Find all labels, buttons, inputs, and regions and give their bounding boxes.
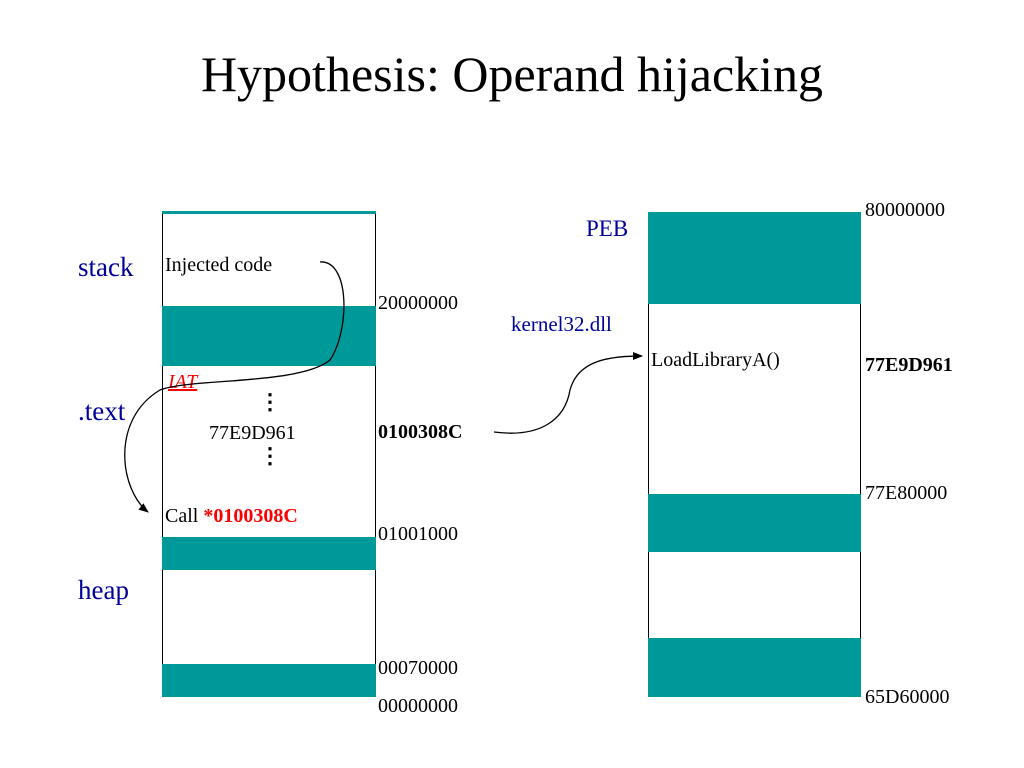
address-00070000: 00070000 [378,657,458,679]
dots-lower: ⋮ [259,443,281,468]
address-65D60000: 65D60000 [865,686,950,708]
injected-code-label: Injected code [165,254,273,276]
address-01001000: 01001000 [378,523,458,545]
left-top-edge [162,211,376,214]
iat-entry-value: 77E9D961 [209,422,296,444]
call-prefix: Call [165,505,199,527]
dots-upper: ⋮ [259,389,281,414]
injected-to-call-arrow [124,261,345,513]
bottom-block [648,638,861,697]
address-00000000: 00000000 [378,695,458,717]
peb-block [648,212,861,304]
iat-label: IAT [168,371,198,393]
heap-label: heap [78,575,129,605]
address-77E9D961: 77E9D961 [865,354,953,376]
address-0100308C: 0100308C [378,421,463,443]
address-77E80000: 77E80000 [865,482,948,504]
kernel32-end-block [648,494,861,552]
call-target: *0100308C [203,505,298,527]
heap-end-block [162,664,376,697]
address-20000000: 20000000 [378,292,458,314]
text-section-label: .text [78,396,126,426]
iat-to-loadlibrary-arrow [493,352,643,434]
call-instruction: Call *0100308C [165,505,298,527]
slide-title: Hypothesis: Operand hijacking [200,46,824,102]
loadlibrary-label: LoadLibraryA() [651,349,780,371]
kernel32-label: kernel32.dll [511,312,612,336]
address-80000000: 80000000 [865,199,945,221]
stack-label: stack [78,252,134,282]
text-end-block [162,537,376,570]
peb-label: PEB [586,216,629,241]
